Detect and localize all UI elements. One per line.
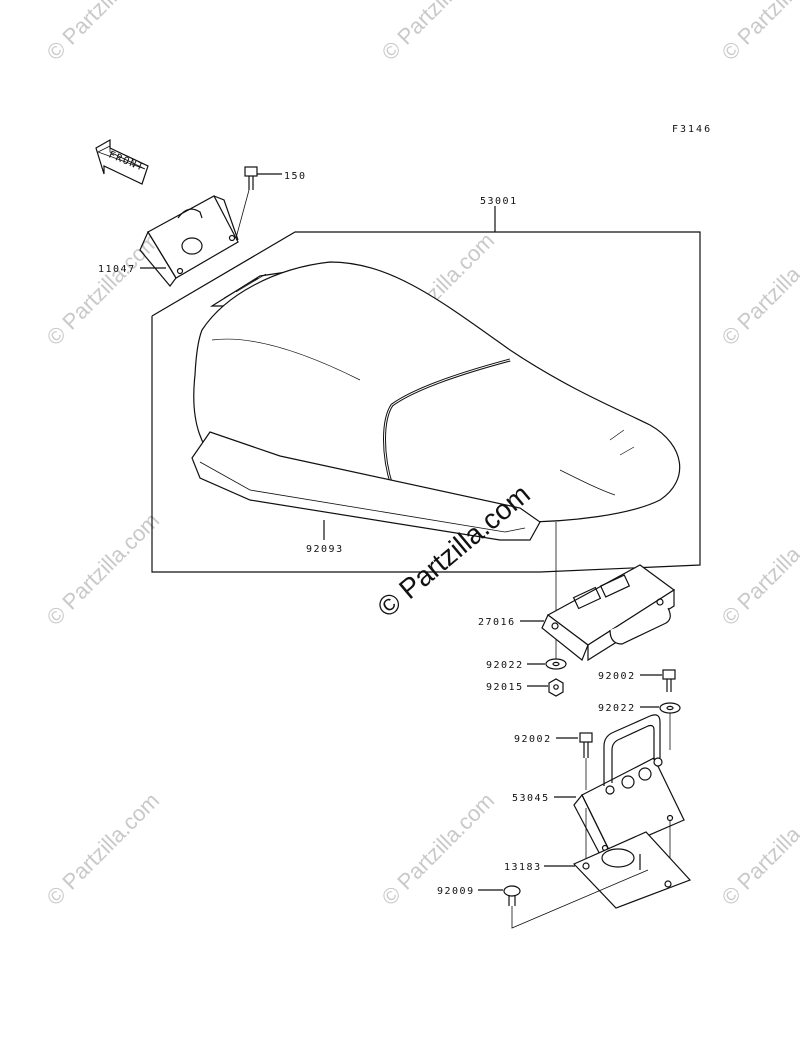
part-number-150: 150 (284, 171, 307, 182)
seat-catch-27016-icon (541, 564, 676, 662)
part-number-13183: 13183 (504, 862, 542, 873)
plate-13183-icon (572, 831, 692, 909)
washer-92022-icon (545, 658, 567, 670)
part-number-27016: 27016 (478, 617, 516, 628)
part-number-53045: 53045 (512, 793, 550, 804)
part-number-92002: 92002 (598, 671, 636, 682)
seat-53001-icon (193, 261, 681, 523)
part-number-92022: 92022 (598, 703, 636, 714)
bolt-150-icon (235, 166, 282, 239)
screw-92009-icon (503, 885, 521, 906)
washer-92022-icon (659, 702, 681, 714)
nut-92015-icon (548, 678, 564, 697)
bracket-11047-icon (139, 195, 239, 287)
figure-code: F3146 (672, 124, 713, 135)
part-number-92009: 92009 (437, 886, 475, 897)
seat-pan-92093-icon (191, 431, 541, 541)
front-arrow-icon: FRONT (95, 138, 149, 185)
part-number-92015: 92015 (486, 682, 524, 693)
part-number-92093: 92093 (306, 544, 344, 555)
bolt-92002-icon (579, 732, 593, 790)
part-number-11047: 11047 (98, 264, 136, 275)
part-number-92002: 92002 (514, 734, 552, 745)
striker-bracket-53045-icon (573, 714, 685, 864)
part-number-53001: 53001 (480, 196, 518, 207)
bolt-92002-icon (662, 669, 676, 692)
part-number-92022: 92022 (486, 660, 524, 671)
